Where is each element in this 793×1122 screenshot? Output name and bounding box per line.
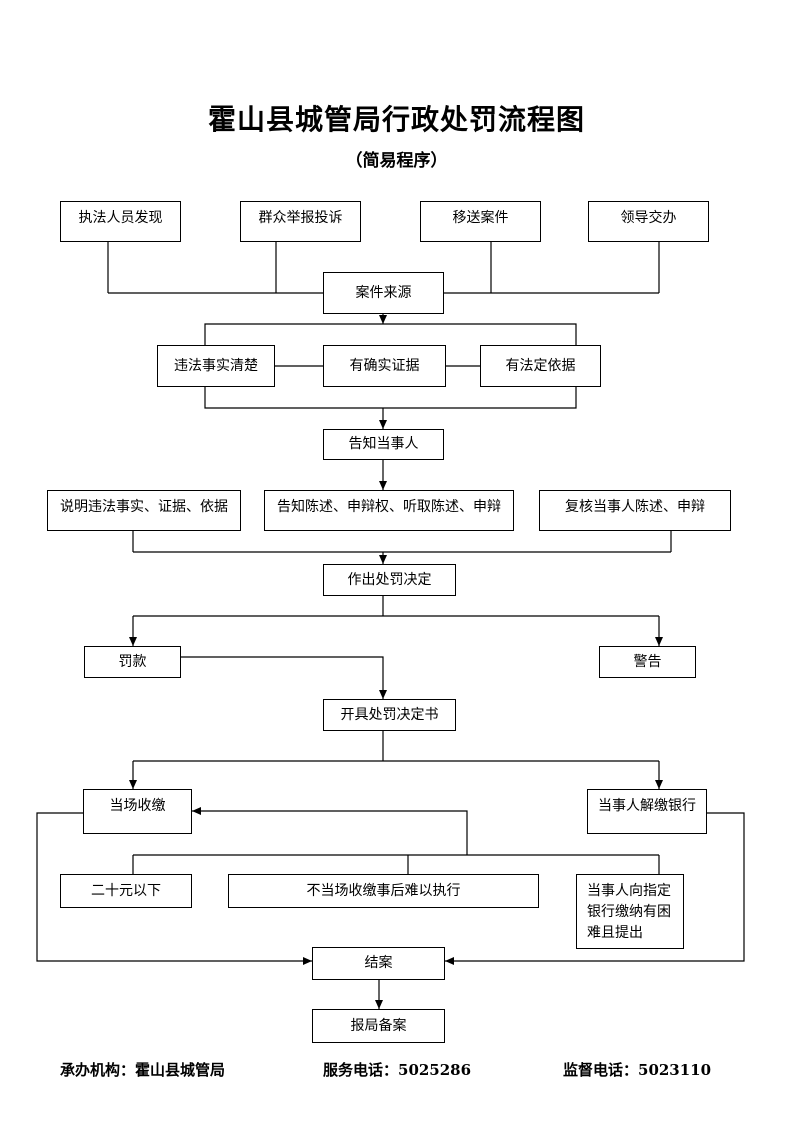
page-subtitle: （简易程序）	[345, 151, 448, 171]
node-warning: 警告	[599, 646, 696, 678]
page-title: 霍山县城管局行政处罚流程图	[207, 103, 585, 136]
node-decision: 作出处罚决定	[323, 564, 456, 596]
node-close-case: 结案	[312, 947, 445, 980]
node-onsite-collect: 当场收缴	[83, 789, 192, 834]
node-notify-party: 告知当事人	[323, 429, 444, 460]
node-report-file: 报局备案	[312, 1009, 445, 1043]
node-review: 复核当事人陈述、申辩	[539, 490, 731, 531]
node-fine: 罚款	[84, 646, 181, 678]
footer-supervision-phone: 监督电话：5023110	[563, 1061, 712, 1079]
node-source-leader: 领导交办	[588, 201, 709, 242]
node-case-source: 案件来源	[323, 272, 444, 314]
footer-service-phone: 服务电话：5025286	[323, 1061, 472, 1079]
node-legal-basis: 有法定依据	[480, 345, 601, 387]
node-source-officer: 执法人员发现	[60, 201, 181, 242]
node-explain: 说明违法事实、证据、依据	[47, 490, 241, 531]
node-hard-later: 不当场收缴事后难以执行	[228, 874, 539, 908]
node-source-public: 群众举报投诉	[240, 201, 361, 242]
node-inform-rights: 告知陈述、申辩权、听取陈述、申辩	[264, 490, 514, 531]
node-facts-clear: 违法事实清楚	[157, 345, 275, 387]
node-under-20: 二十元以下	[60, 874, 192, 908]
node-bank-difficulty: 当事人向指定银行缴纳有困难且提出	[576, 874, 684, 949]
footer-agency: 承办机构：霍山县城管局	[60, 1061, 226, 1079]
node-bank-payment: 当事人解缴银行	[587, 789, 707, 834]
node-issue-decision: 开具处罚决定书	[323, 699, 456, 731]
node-evidence: 有确实证据	[323, 345, 446, 387]
node-source-transfer: 移送案件	[420, 201, 541, 242]
